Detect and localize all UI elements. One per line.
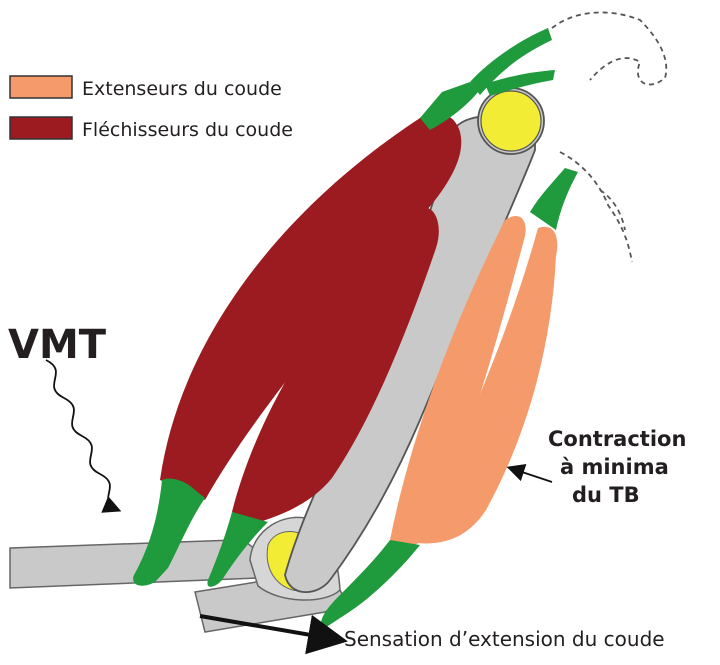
legend-swatch-flexors <box>9 116 73 140</box>
annotations: VMT Contraction à minima du TB Sensation… <box>8 322 686 651</box>
sensation-pointer-arrow <box>199 614 348 655</box>
tendon-biceps-proximal <box>420 82 478 130</box>
shoulder-outline <box>551 11 668 263</box>
tendon-biceps-long-head <box>470 28 552 95</box>
extensor-triceps-long <box>390 215 526 547</box>
vmt-wavy-arrow <box>45 359 122 513</box>
contraction-label-line3: du TB <box>572 483 640 507</box>
legend-label-extensors: Extenseurs du coude <box>82 78 282 100</box>
vmt-label: VMT <box>8 322 107 368</box>
contraction-label-line1: Contraction <box>548 427 686 451</box>
annotation-arrows <box>45 359 553 655</box>
tendon-brachialis-distal <box>207 512 268 587</box>
elbow-extensors <box>390 215 558 547</box>
humerus <box>284 87 545 593</box>
tendon-triceps-distal <box>320 540 420 630</box>
extensor-triceps-lateral <box>410 226 558 544</box>
legend-label-flexors: Fléchisseurs du coude <box>82 119 293 141</box>
legend: Extenseurs du coude Fléchisseurs du coud… <box>9 75 293 141</box>
tendons <box>133 28 578 630</box>
flexor-brachialis <box>232 208 439 522</box>
tendon-biceps-short-head <box>485 70 555 96</box>
contraction-label-line2: à minima <box>560 455 669 479</box>
legend-swatch-extensors <box>9 75 73 99</box>
humeral-head-joint <box>480 90 542 152</box>
tendon-triceps-proximal <box>530 168 578 230</box>
flexor-biceps <box>160 113 462 501</box>
sensation-label: Sensation d’extension du coude <box>344 627 665 651</box>
tendon-biceps-distal <box>133 478 205 586</box>
contraction-pointer-arrow <box>506 464 553 483</box>
elbow-flexors <box>160 113 462 522</box>
